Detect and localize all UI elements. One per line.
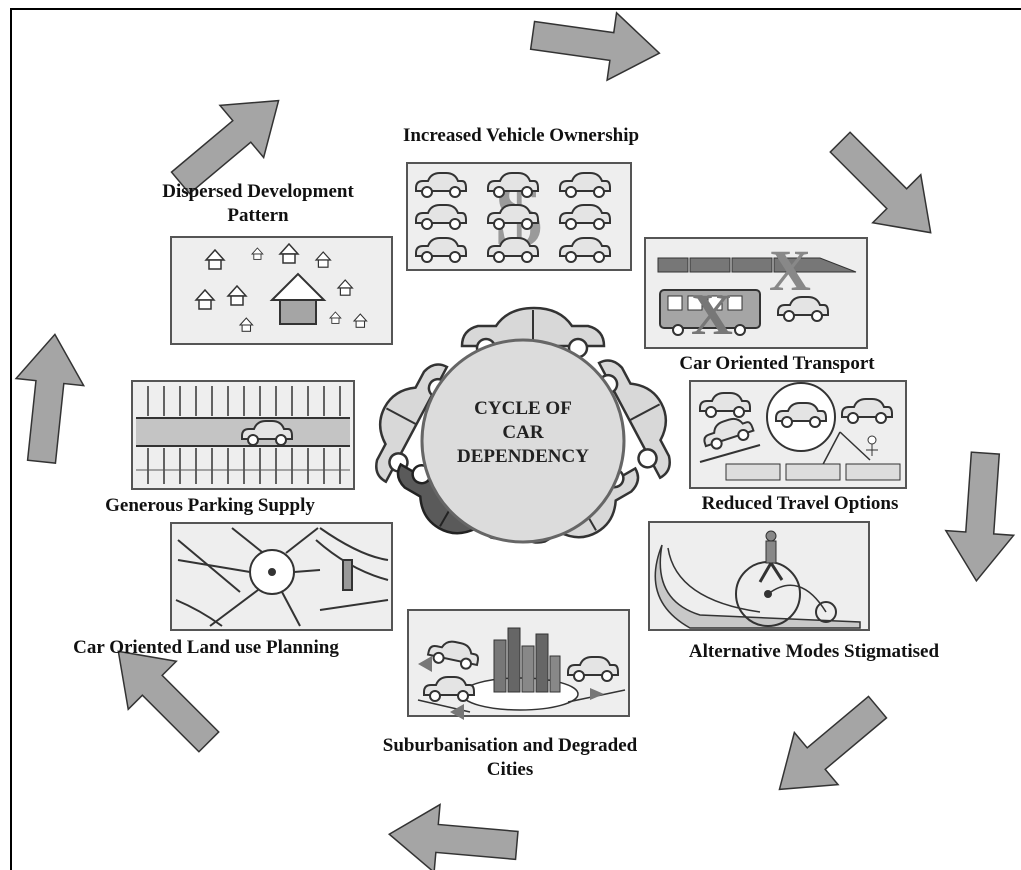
cycle-arrow-icon (815, 117, 956, 258)
cycle-arrow-icon (941, 450, 1020, 584)
cycle-arrow-icon (385, 799, 521, 870)
cars-pedestrian-icon (699, 382, 901, 481)
panel-generous-parking (131, 380, 355, 490)
label-reduced-travel-options: Reduced Travel Options (701, 493, 899, 514)
road-network-icon (175, 527, 389, 627)
cycle-arrow-icon (756, 680, 901, 817)
label-car-oriented-land-use: Car Oriented Land use Planning (73, 637, 339, 658)
panel-dispersed-development (170, 236, 393, 345)
label-suburbanisation: Suburbanisation and Degraded Cities (320, 734, 700, 782)
label-dispersed-development-line-2: Pattern (227, 205, 289, 226)
penny-farthing-icon (654, 530, 861, 629)
label-increased-vehicle-ownership: Increased Vehicle Ownership (402, 125, 640, 146)
cycle-arrow-icon (6, 330, 90, 466)
label-generous-parking: Generous Parking Supply (105, 495, 315, 516)
label-dispersed-development-line-1: Dispersed Development (162, 181, 354, 202)
center-title: CYCLE OF CAR DEPENDENCY (423, 397, 623, 469)
panel-car-oriented-land-use (170, 522, 393, 631)
car-ring-top (460, 306, 606, 359)
panel-alternative-modes-stigmatised (648, 521, 870, 631)
label-car-oriented-transport: Car Oriented Transport (679, 353, 875, 374)
cycle-arrow-icon (527, 0, 665, 88)
label-suburbanisation-line-1: Suburbanisation and Degraded (382, 735, 638, 756)
panel-car-oriented-transport: X X (644, 237, 868, 349)
panel-increased-vehicle-ownership: $ (406, 160, 632, 271)
center-title-line-3: DEPENDENCY (457, 446, 589, 467)
parking-lot-icon (136, 386, 350, 484)
frame-top-border (10, 8, 1021, 10)
svg-text:X: X (691, 282, 733, 347)
panel-reduced-travel-options (689, 380, 907, 489)
svg-text:X: X (769, 238, 811, 303)
label-alternative-modes-stigmatised: Alternative Modes Stigmatised (688, 641, 940, 662)
label-suburbanisation-line-2: Cities (486, 759, 534, 780)
frame-left-border (10, 8, 12, 870)
label-dispersed-development: Dispersed Development Pattern (118, 180, 398, 228)
center-title-line-2: CAR (502, 422, 544, 443)
city-towers-icon (417, 627, 626, 720)
panel-suburbanisation (407, 609, 630, 720)
center-circle (420, 338, 626, 544)
cars-dollar-icon: $ (415, 160, 611, 267)
crossed-train-bus-icon: X X (657, 238, 857, 347)
scattered-houses-icon (195, 243, 368, 332)
center-title-line-1: CYCLE OF (474, 398, 572, 419)
center-car-ring (375, 306, 671, 544)
